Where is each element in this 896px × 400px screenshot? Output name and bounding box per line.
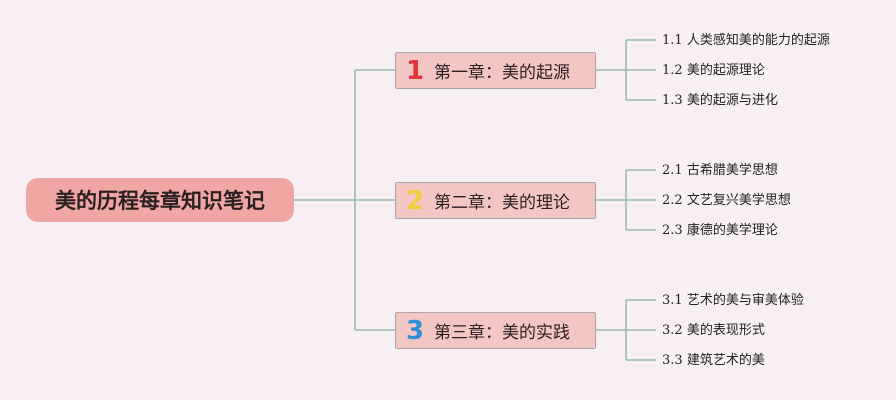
- chapter-2-number-icon: 2: [405, 185, 425, 216]
- leaf-2-1[interactable]: 2.1 古希腊美学思想: [662, 163, 778, 179]
- leaf-3-3[interactable]: 3.3 建筑艺术的美: [662, 353, 765, 369]
- leaf-number: 3.1: [662, 293, 683, 308]
- chapter-1-number-icon: 1: [405, 55, 425, 86]
- chapter-3-node[interactable]: 3 第三章：美的实践: [395, 312, 596, 349]
- leaf-text: 美的起源理论: [686, 63, 765, 78]
- chapter-1-node[interactable]: 1 第一章：美的起源: [395, 52, 596, 89]
- leaf-text: 艺术的美与审美体验: [686, 293, 804, 308]
- chapter-3-title: 第三章：美的实践: [434, 323, 570, 343]
- chapter-1-title: 第一章：美的起源: [434, 63, 570, 83]
- root-title: 美的历程每章知识笔记: [55, 189, 265, 213]
- leaf-1-2[interactable]: 1.2 美的起源理论: [662, 63, 765, 79]
- leaf-text: 建筑艺术的美: [686, 353, 765, 368]
- leaf-number: 3.2: [662, 323, 683, 338]
- leaf-text: 古希腊美学思想: [686, 163, 778, 178]
- leaf-number: 1.3: [662, 93, 683, 108]
- chapter-3-branch: [596, 299, 656, 361]
- leaf-text: 美的起源与进化: [686, 93, 778, 108]
- chapter-1-branch: [596, 39, 656, 101]
- leaf-text: 康德的美学理论: [686, 223, 778, 238]
- chapter-2-branch: [596, 169, 656, 231]
- leaf-text: 文艺复兴美学思想: [686, 193, 791, 208]
- leaf-2-3[interactable]: 2.3 康德的美学理论: [662, 223, 778, 239]
- leaf-1-1[interactable]: 1.1 人类感知美的能力的起源: [662, 33, 830, 49]
- leaf-number: 3.3: [662, 353, 683, 368]
- chapter-3-number-icon: 3: [405, 315, 425, 346]
- chapter-2-title: 第二章：美的理论: [434, 193, 570, 213]
- leaf-1-3[interactable]: 1.3 美的起源与进化: [662, 93, 778, 109]
- root-topic[interactable]: 美的历程每章知识笔记: [26, 178, 294, 222]
- leaf-text: 美的表现形式: [686, 323, 765, 338]
- leaf-3-2[interactable]: 3.2 美的表现形式: [662, 323, 765, 339]
- leaf-number: 1.2: [662, 63, 683, 78]
- leaf-number: 2.2: [662, 193, 683, 208]
- leaf-text: 人类感知美的能力的起源: [686, 33, 830, 48]
- leaf-3-1[interactable]: 3.1 艺术的美与审美体验: [662, 293, 804, 309]
- leaf-number: 2.3: [662, 223, 683, 238]
- leaf-number: 2.1: [662, 163, 683, 178]
- leaf-2-2[interactable]: 2.2 文艺复兴美学思想: [662, 193, 791, 209]
- leaf-number: 1.1: [662, 33, 683, 48]
- chapter-2-node[interactable]: 2 第二章：美的理论: [395, 182, 596, 219]
